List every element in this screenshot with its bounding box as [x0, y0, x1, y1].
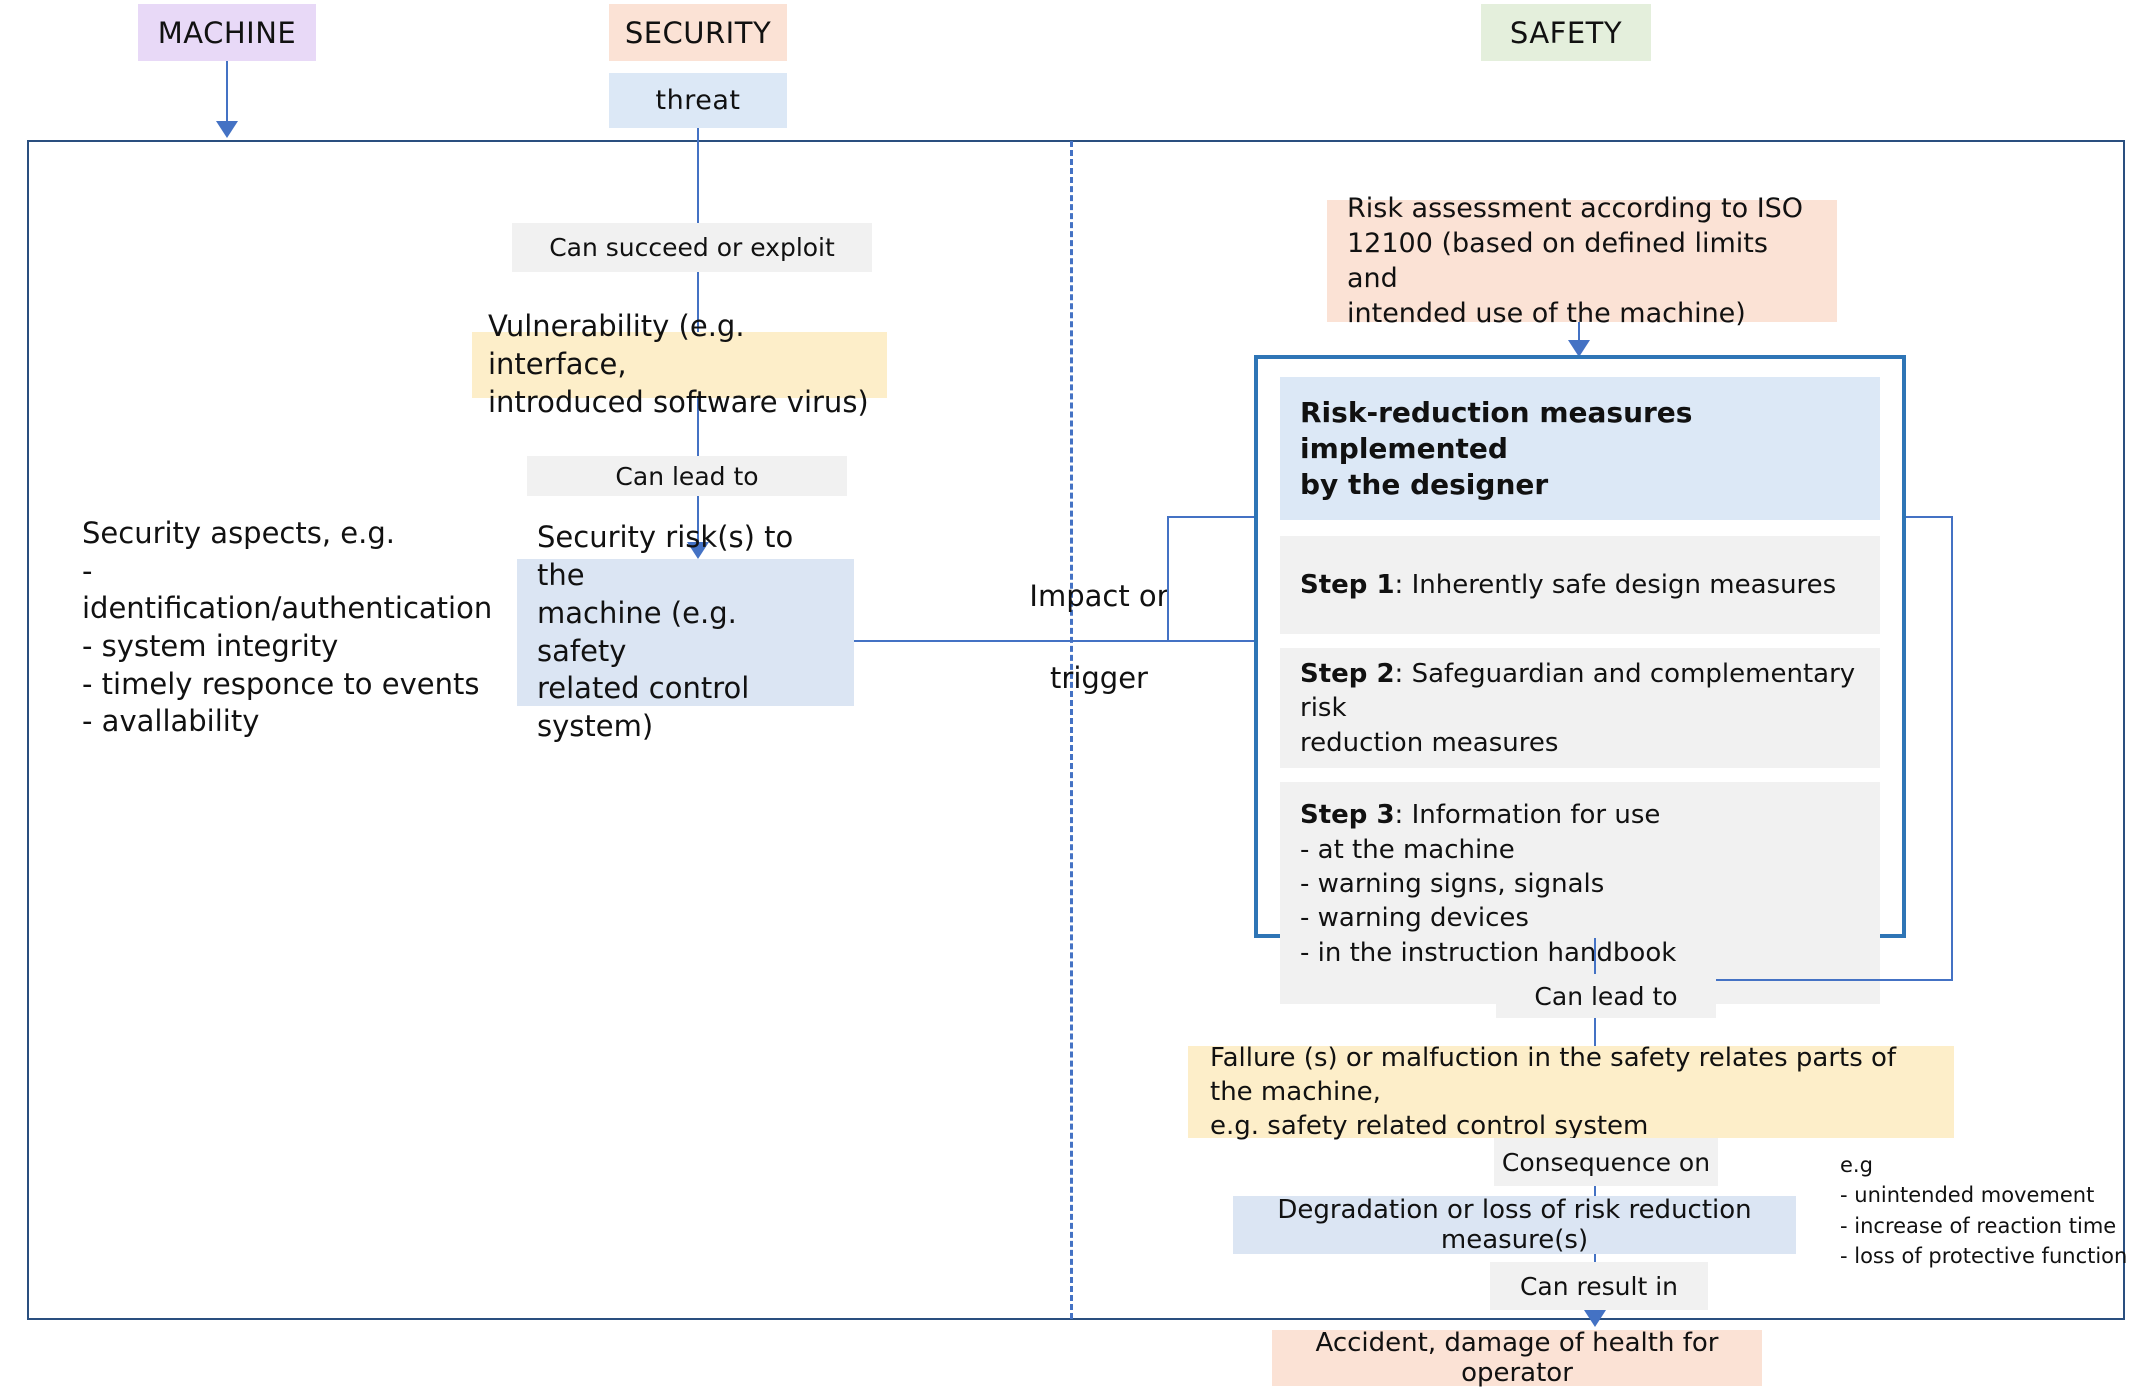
risk-assessment-connector-line — [1578, 322, 1580, 354]
security-aspects-block: Security aspects, e.g. - identification/… — [82, 515, 502, 741]
step-number: Step 3 — [1300, 800, 1395, 831]
connector-can-succeed-or-exploit-label: Can succeed or exploit — [549, 233, 835, 262]
machine-arrow-head — [216, 121, 238, 138]
machine-connector-line — [226, 61, 228, 123]
step-text: : Information for use - at the machine -… — [1300, 800, 1677, 968]
header-safety-label: SAFETY — [1509, 15, 1623, 50]
connector-can-succeed-or-exploit: Can succeed or exploit — [512, 223, 872, 272]
connector-security-can-lead-to-label: Can lead to — [615, 461, 759, 491]
security-risk-text: Security risk(s) to the machine (e.g. sa… — [537, 520, 794, 743]
risk-assessment-text: Risk assessment according to ISO 12100 (… — [1347, 192, 1804, 330]
risk-reduction-title: Risk-reduction measures implemented by t… — [1280, 377, 1880, 521]
step-text: : Safeguardian and complementary risk re… — [1300, 659, 1856, 758]
examples-note-item: - unintended movement — [1840, 1183, 2095, 1208]
security-spine-2 — [697, 272, 699, 332]
security-risk-box: Security risk(s) to the machine (e.g. sa… — [517, 520, 854, 743]
connector-consequence-on-label: Consequence on — [1501, 1147, 1711, 1177]
degradation-text: Degradation or loss of risk reduction me… — [1277, 1195, 1752, 1255]
connector-consequence-on: Consequence on — [1494, 1138, 1718, 1186]
risk-assessment-arrow-head — [1568, 340, 1590, 357]
examples-note-heading: e.g — [1840, 1153, 1873, 1177]
examples-note-block: e.g - unintended movement - increase of … — [1840, 1150, 2130, 1272]
failure-text: Fallure (s) or malfuction in the safety … — [1210, 1042, 1897, 1142]
security-spine-3 — [697, 398, 699, 456]
bridge-label-impact-or: Impact or — [1029, 579, 1169, 613]
risk-reduction-step: Step 3: Information for use - at the mac… — [1280, 782, 1880, 1005]
bridge-bracket-top-horizontal — [1167, 516, 1265, 518]
security-aspects-item: - identification/authentication — [82, 553, 493, 626]
step-text: : Inherently safe design measures — [1394, 570, 1837, 601]
diagram-outer-frame — [27, 140, 2125, 1320]
panel-right-bracket-bottom — [1715, 979, 1953, 981]
header-machine: MACHINE — [138, 4, 316, 61]
header-safety: SAFETY — [1481, 4, 1651, 61]
accident-box: Accident, damage of health for operator — [1272, 1328, 1762, 1388]
header-security-label: SECURITY — [624, 15, 772, 50]
panel-right-bracket-top — [1906, 516, 1953, 518]
connector-can-result-in: Can result in — [1490, 1262, 1708, 1310]
security-aspects-item: - timely responce to events — [82, 666, 480, 701]
bridge-line-horizontal — [854, 640, 1259, 642]
panel-right-bracket-vertical — [1951, 516, 1953, 980]
step-number: Step 2 — [1300, 659, 1395, 690]
step-number: Step 1 — [1300, 570, 1395, 601]
risk-assessment-box: Risk assessment according to ISO 12100 (… — [1327, 193, 1837, 329]
security-aspects-heading: Security aspects, e.g. — [82, 516, 395, 550]
security-aspects-item: - avallability — [82, 704, 260, 739]
examples-note-item: - increase of reaction time — [1840, 1213, 2117, 1238]
vulnerability-box: Vulnerability (e.g. interface, introduce… — [472, 309, 887, 419]
degradation-box: Degradation or loss of risk reduction me… — [1233, 1195, 1796, 1255]
risk-reduction-step: Step 1: Inherently safe design measures — [1280, 536, 1880, 635]
security-safety-divider — [1070, 141, 1073, 1319]
threat-label: threat — [655, 85, 741, 116]
risk-reduction-step: Step 2: Safeguardian and complementary r… — [1280, 648, 1880, 769]
failure-box: Fallure (s) or malfuction in the safety … — [1188, 1043, 1954, 1141]
risk-reduction-panel: Risk-reduction measures implemented by t… — [1254, 355, 1906, 1005]
examples-note-item: - loss of protective function — [1840, 1244, 2128, 1269]
vulnerability-text: Vulnerability (e.g. interface, introduce… — [488, 309, 869, 419]
connector-security-can-lead-to: Can lead to — [527, 456, 847, 496]
security-spine-1 — [697, 128, 699, 223]
connector-safety-can-lead-to: Can lead to — [1496, 974, 1716, 1018]
security-spine-4 — [697, 496, 699, 549]
bridge-bracket-left-vertical — [1167, 516, 1169, 642]
connector-safety-can-lead-to-label: Can lead to — [1534, 981, 1678, 1011]
accident-text: Accident, damage of health for operator — [1315, 1328, 1719, 1388]
threat-box: threat — [609, 73, 787, 128]
connector-can-result-in-label: Can result in — [1519, 1271, 1679, 1301]
security-risk-arrow-head — [687, 542, 709, 559]
safety-spine-2 — [1594, 1018, 1596, 1046]
header-security: SECURITY — [609, 4, 787, 61]
accident-arrow-head — [1584, 1310, 1606, 1327]
bridge-label-trigger: trigger — [1050, 661, 1148, 695]
security-aspects-item: - system integrity — [82, 629, 339, 664]
safety-spine-1 — [1594, 938, 1596, 974]
header-machine-label: MACHINE — [157, 15, 297, 50]
